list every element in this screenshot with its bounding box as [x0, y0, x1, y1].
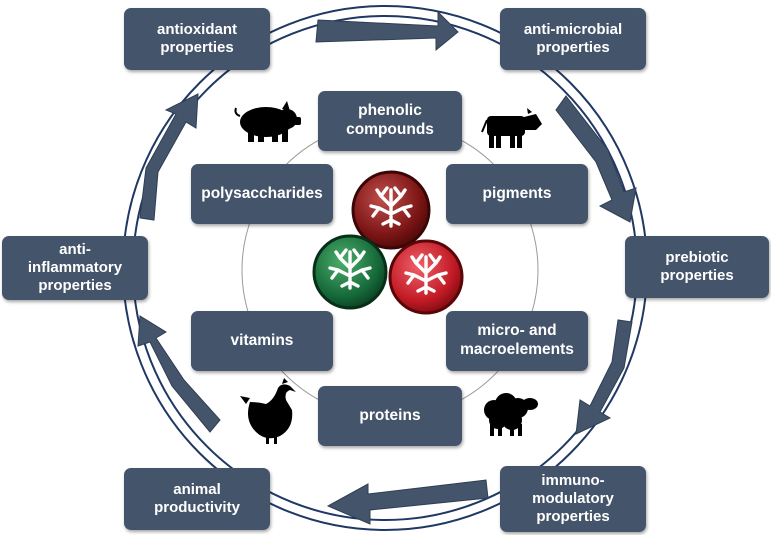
- prebiotic-properties-box: prebiotic properties: [625, 236, 769, 298]
- chicken-icon: [240, 378, 296, 444]
- brown-algae-dish: [351, 170, 431, 250]
- arrow-top: [315, 10, 459, 52]
- anti-microbial-properties-box: anti-microbial properties: [500, 8, 646, 70]
- proteins-box: proteins: [318, 386, 462, 446]
- phenolic-compounds-box: phenolic compounds: [318, 91, 462, 151]
- arrow-bottom: [326, 479, 489, 525]
- vitamins-box: vitamins: [191, 311, 333, 371]
- algae-dish-icon: [312, 170, 464, 315]
- arrow-upper-left: [139, 93, 199, 221]
- cycle-arrows: [137, 10, 637, 525]
- arrow-lower-left: [137, 315, 221, 433]
- pigments-box: pigments: [446, 164, 588, 224]
- arrow-upper-right: [555, 95, 637, 223]
- sheep-icon: [484, 393, 538, 436]
- antioxidant-properties-box: antioxidant properties: [124, 8, 270, 70]
- pig-icon: [234, 101, 301, 142]
- arrow-lower-right: [575, 319, 633, 435]
- animal-productivity-box: animal productivity: [124, 468, 270, 530]
- micro-and-macroelements-box: micro- and macroelements: [446, 311, 588, 371]
- polysaccharides-box: polysaccharides: [191, 164, 333, 224]
- immunomodulatory-properties-box: immuno- modulatory properties: [500, 466, 646, 532]
- red-algae-dish: [388, 239, 464, 315]
- cow-icon: [481, 108, 542, 148]
- anti-inflammatory-properties-box: anti- inflammatory properties: [2, 236, 148, 300]
- green-algae-dish: [312, 234, 388, 310]
